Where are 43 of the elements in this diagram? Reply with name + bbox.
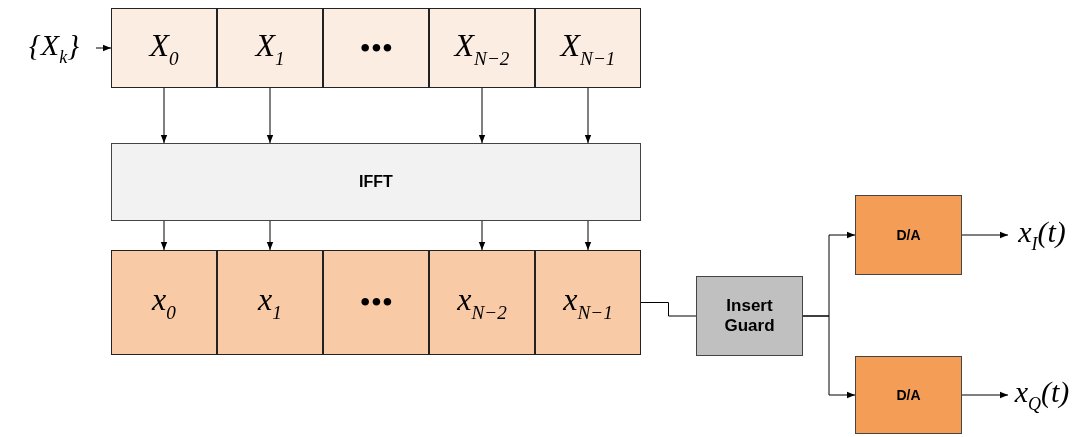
converter-block: [855, 356, 962, 434]
math-text: x$_{N−1}$: [563, 281, 613, 324]
arrow: [266, 87, 274, 144]
symbol-cell: [323, 8, 429, 88]
math-text: X$_{1}$: [255, 26, 285, 70]
sample-cell: [535, 250, 641, 355]
block-label: D/A: [896, 226, 921, 244]
math-text: x$_{I}$(t): [1018, 215, 1066, 255]
symbol-cell: [429, 8, 535, 88]
math-text: x$_{N−2}$: [457, 281, 507, 324]
arrow: [584, 220, 592, 251]
converter-block: [855, 195, 962, 275]
arrow: [961, 391, 1009, 399]
math-text: x$_{0}$: [152, 281, 176, 324]
math-text: x$_{Q}$(t): [1014, 375, 1070, 415]
block-label: Insert Guard: [723, 296, 776, 336]
guard-block: [696, 276, 803, 356]
math-text: •••: [359, 29, 393, 67]
symbol-cell: [535, 8, 641, 88]
arrow: [160, 87, 168, 144]
math-text: •••: [359, 284, 393, 321]
arrow: [266, 220, 274, 251]
block-label: D/A: [896, 386, 921, 404]
sample-cell: [217, 250, 323, 355]
math-text: {X$_{k}$}: [28, 28, 80, 68]
arrow: [478, 220, 486, 251]
arrow: [160, 220, 168, 251]
sample-cell: [429, 250, 535, 355]
sample-cell: [323, 250, 429, 355]
arrow: [584, 87, 592, 144]
block-label: IFFT: [359, 172, 393, 192]
arrow: [95, 44, 112, 52]
math-text: x$_{1}$: [258, 281, 282, 324]
arrow: [478, 87, 486, 144]
math-text: X$_{N−2}$: [454, 26, 510, 70]
math-text: X$_{N−1}$: [560, 26, 616, 70]
arrow: [802, 315, 856, 399]
sample-cell: [111, 250, 217, 355]
symbol-cell: [111, 8, 217, 88]
ifft-block: [111, 143, 641, 221]
math-text: X$_{0}$: [149, 26, 179, 70]
symbol-cell: [217, 8, 323, 88]
arrow: [961, 231, 1009, 239]
